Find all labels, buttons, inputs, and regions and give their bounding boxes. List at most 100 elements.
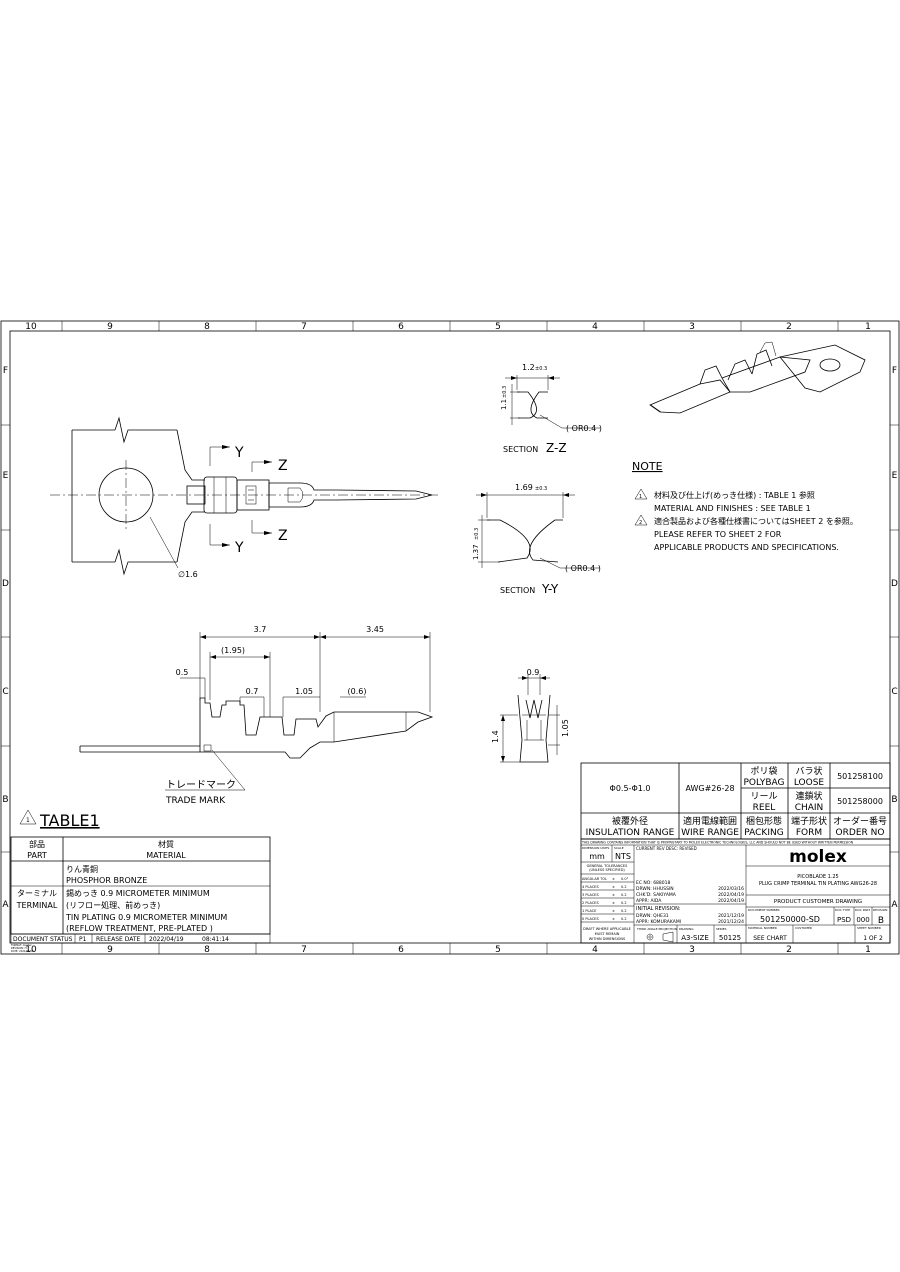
order-form-2: CHAIN [795, 803, 824, 813]
side-view [79, 632, 434, 791]
tol-2-label: 2 PLACES [582, 901, 599, 905]
revision-flag-icon [634, 514, 648, 526]
section-z-label-bottom: Z [278, 528, 288, 544]
section-yy-title: Y-Y [541, 582, 559, 596]
sheet-number-label: SHEET NUMBER [857, 926, 881, 930]
material-number-label: MATERIAL NUMBER [748, 926, 777, 930]
inner-border [9, 330, 891, 944]
scale-value: NTS [615, 852, 631, 861]
table1-plating-line4: (REFLOW TREATMENT, PRE-PLATED ) [66, 924, 213, 933]
zone-row-a: A [891, 900, 898, 910]
note-item-1: 1 材料及び仕上げ(めっき仕様) : TABLE 1 参照 MATERIAL A… [634, 488, 815, 513]
zone-row-c: C [891, 687, 897, 697]
column-labels-bottom: 10 9 8 7 6 5 4 3 2 1 [25, 945, 871, 955]
drawing-label: DRAWING [679, 927, 694, 931]
doc-part: 000 [856, 916, 869, 924]
release-date-label: RELEASE DATE [96, 936, 141, 943]
note-item-1-number: 1 [639, 494, 642, 500]
row-zone-ticks [1, 424, 899, 853]
sheet-size: A3-SIZE [681, 934, 709, 942]
dim-units-label: DIMENSION UNITS [582, 846, 609, 850]
initial-revision-label: INITIAL REVISION: [636, 906, 681, 912]
zone-row-f: F [3, 366, 8, 376]
table1-part: TERMINAL [16, 901, 58, 910]
zone-row-d: D [2, 579, 9, 589]
section-zz-width-dim: 1.2 [522, 363, 535, 372]
zone-col-7: 7 [301, 945, 307, 955]
trade-mark-label-jp: トレードマーク [166, 779, 236, 791]
order-header-form: FORM [796, 828, 822, 838]
proprietary-notice: THIS DRAWING CONTAINS INFORMATION THAT I… [581, 841, 854, 845]
release-time: 08:41:14 [202, 936, 229, 943]
zone-row-e: E [3, 471, 9, 481]
zone-col-10: 10 [25, 322, 37, 332]
section-zz-height-tol: ±0.3 [502, 386, 508, 398]
gen-tol-line1: GENERAL TOLERANCES [587, 864, 629, 868]
draft-note-line2: MUST REMAIN [595, 932, 620, 936]
zone-row-e: E [892, 471, 898, 481]
tol-1-label: 1 PLACE [582, 909, 596, 913]
initial-drawn-by: DRWN: QHE31 [636, 913, 669, 919]
tol-1-pm: ± [612, 909, 615, 913]
revision: B [878, 916, 884, 926]
order-packing-1: POLYBAG [744, 778, 785, 788]
section-y-label-top: Y [234, 445, 244, 461]
section-z-label-top: Z [278, 458, 288, 474]
note-item-2-en-line1: PLEASE REFER TO SHEET 2 FOR [654, 530, 782, 539]
checked-date: 2022/04/19 [718, 892, 744, 898]
top-view [50, 416, 440, 576]
tol-4-label: 4 PLACES [582, 885, 599, 889]
initial-approved-date: 2021/12/24 [718, 919, 744, 925]
draft-note-line1: DRAFT WHERE APPLICABLE [583, 927, 631, 931]
table1-flag-number: 1 [26, 817, 30, 824]
third-angle-projection-icon [646, 931, 674, 943]
tol-angular-pm: ± [612, 877, 615, 881]
tol-3-pm: ± [612, 893, 615, 897]
table1-header-material: MATERIAL [146, 851, 186, 860]
approved-by: APPR: AIDA [636, 898, 662, 904]
format-note-line3: DATE: 2021/06/03 [11, 949, 34, 953]
tol-2-pm: ± [612, 901, 615, 905]
order-header-packing: PACKING [744, 828, 783, 838]
order-header-order-no-jp: オーダー番号 [833, 815, 887, 827]
tol-0-label: 0 PLACES [582, 917, 599, 921]
zone-row-c: C [2, 687, 8, 697]
format-note-line2: REVISION: H [11, 946, 27, 950]
section-yy-height-dim: 1.37 [472, 544, 480, 560]
zone-col-7: 7 [301, 322, 307, 332]
title-block: THIS DRAWING CONTAINS INFORMATION THAT I… [580, 838, 891, 944]
tol-0-pm: ± [612, 917, 615, 921]
row-labels-left: F E D C B A [2, 366, 9, 910]
table1-plating-line1: 錫めっき 0.9 MICROMETER MINIMUM [66, 888, 210, 898]
dim-0-7: 0.7 [246, 687, 259, 696]
order-form-jp-2: 連鎖状 [795, 790, 822, 802]
doc-status-label: DOCUMENT STATUS [13, 936, 73, 943]
customer-label: CUSTOMER [795, 926, 812, 930]
zone-col-2: 2 [786, 322, 792, 332]
doc-type: PSD [837, 916, 851, 924]
revision-flag-icon [634, 488, 648, 500]
zone-row-a: A [2, 900, 9, 910]
approved-date: 2022/04/19 [718, 898, 744, 904]
trade-mark-label: TRADE MARK [165, 796, 226, 806]
initial-approved-by: APPR: KOMURAKAMI [636, 919, 681, 925]
zone-row-b: B [891, 795, 897, 805]
column-zone-ticks [61, 321, 839, 954]
zone-col-3: 3 [689, 945, 695, 955]
section-zz-height-dim: 1.1 [500, 399, 508, 410]
drawn-date: 2022/03/16 [718, 886, 744, 892]
table1-material: PHOSPHOR BRONZE [66, 876, 147, 885]
zone-col-1: 1 [865, 322, 871, 332]
drawing-type: PRODUCT CUSTOMER DRAWING [774, 899, 862, 905]
product-title-line2: PLUG CRIMP TERMINAL TIN PLATING AWG26-28 [759, 881, 877, 887]
current-rev: CURRENT REV DESC: REVISED [636, 846, 697, 851]
revision-label: REVISION [873, 908, 887, 912]
dim-0-5: 0.5 [176, 668, 189, 677]
zone-row-f: F [892, 366, 897, 376]
order-header-order-no: ORDER NO [836, 828, 885, 838]
section-zz-width-tol: ±0.3 [535, 366, 547, 372]
section-yy-view [476, 492, 600, 569]
zone-col-2: 2 [786, 945, 792, 955]
doc-number: 501250000-SD [760, 915, 820, 924]
